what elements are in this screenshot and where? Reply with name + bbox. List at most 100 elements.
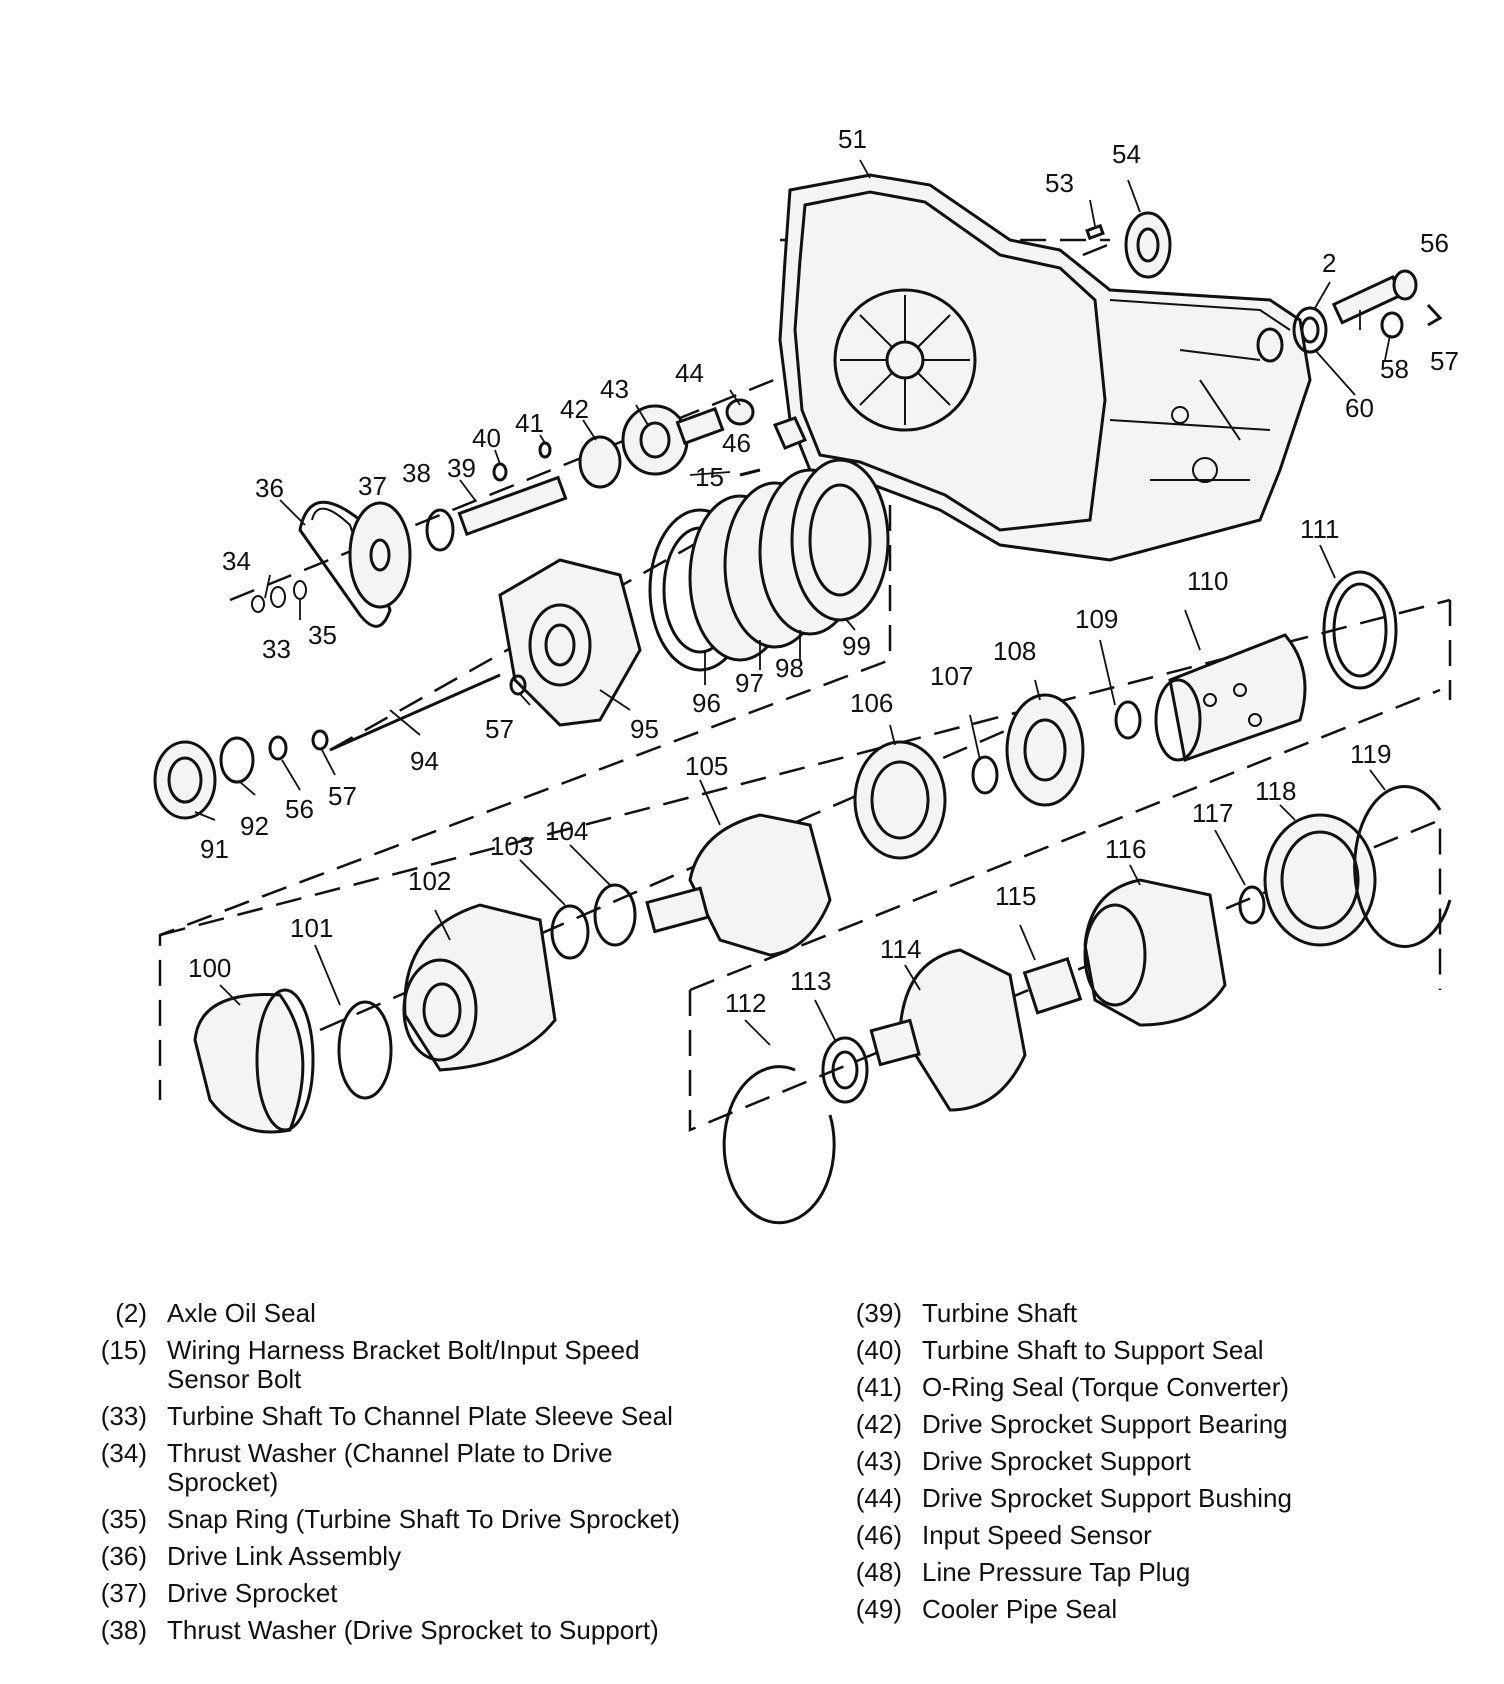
legend-number: (49) bbox=[855, 1594, 902, 1624]
callout-44: 44 bbox=[675, 358, 704, 388]
callout-58: 58 bbox=[1380, 354, 1409, 384]
callout-117: 117 bbox=[1192, 798, 1233, 828]
callout-92: 92 bbox=[240, 811, 269, 841]
callout-42: 42 bbox=[560, 394, 589, 424]
callout-38: 38 bbox=[402, 458, 431, 488]
legend-number: (44) bbox=[855, 1483, 902, 1513]
callout-43: 43 bbox=[600, 374, 629, 404]
legend-item: (39) Turbine Shaft bbox=[830, 1295, 1470, 1332]
callout-91: 91 bbox=[200, 834, 229, 864]
transmission-case bbox=[778, 173, 1312, 562]
legend-description: Snap Ring (Turbine Shaft To Drive Sprock… bbox=[167, 1504, 681, 1534]
legend-description: Drive Sprocket bbox=[167, 1578, 338, 1608]
callout-54: 54 bbox=[1112, 139, 1141, 169]
legend-item: (33)Turbine Shaft To Channel Plate Sleev… bbox=[75, 1398, 775, 1435]
legend-description: Drive Sprocket Support bbox=[922, 1446, 1191, 1476]
legend-item: (35) Snap Ring (Turbine Shaft To Drive Sp… bbox=[75, 1501, 775, 1538]
legend-number: (41) bbox=[855, 1372, 902, 1402]
legend-item: (2)Axle Oil Seal bbox=[75, 1295, 775, 1332]
legend-description: Drive Link Assembly bbox=[167, 1541, 402, 1571]
callout-33: 33 bbox=[262, 634, 291, 664]
callout-60: 60 bbox=[1345, 393, 1374, 423]
callout-56: 56 bbox=[1420, 228, 1449, 258]
legend-item: (36)Drive Link Assembly bbox=[75, 1538, 775, 1575]
legend-number: (42) bbox=[855, 1409, 902, 1439]
legend-item: (34) Thrust Washer (Channel Plate to Driv… bbox=[75, 1435, 775, 1501]
legend-right-column: (39) Turbine Shaft (40)Turbine Shaft to S… bbox=[830, 1295, 1470, 1628]
legend-number: (43) bbox=[855, 1446, 902, 1476]
callout-57b: 57 bbox=[485, 714, 514, 744]
legend-number: (35) bbox=[100, 1504, 147, 1534]
legend-description: Thrust Washer (Channel Plate to Drive Sp… bbox=[167, 1438, 613, 1497]
callout-107: 107 bbox=[930, 661, 973, 691]
legend-description: Wiring Harness Bracket Bolt/Input Speed … bbox=[167, 1335, 640, 1394]
legend-item: (37) Drive Sprocket bbox=[75, 1575, 775, 1612]
callout-101: 101 bbox=[290, 913, 333, 943]
legend-description: O-Ring Seal (Torque Converter) bbox=[922, 1372, 1290, 1402]
legend-item: (44) Drive Sprocket Support Bushing bbox=[830, 1480, 1470, 1517]
legend-description: Thrust Washer (Drive Sprocket to Support… bbox=[167, 1615, 659, 1645]
callout-103: 103 bbox=[490, 831, 533, 861]
callout-111: 111 bbox=[1300, 514, 1340, 544]
callout-95: 95 bbox=[630, 714, 659, 744]
callout-96: 96 bbox=[692, 688, 721, 718]
legend-number: (38) bbox=[100, 1615, 147, 1645]
callout-115: 115 bbox=[995, 881, 1036, 911]
legend-number: (48) bbox=[855, 1557, 902, 1587]
legend-description: Axle Oil Seal bbox=[167, 1298, 316, 1328]
callout-100: 100 bbox=[188, 953, 231, 983]
callout-97: 97 bbox=[735, 668, 764, 698]
callout-118: 118 bbox=[1255, 776, 1296, 806]
callout-41: 41 bbox=[515, 408, 544, 438]
callout-104: 104 bbox=[545, 816, 588, 846]
callout-108: 108 bbox=[993, 636, 1036, 666]
callout-110: 110 bbox=[1187, 566, 1228, 596]
legend-item: (46)Input Speed Sensor bbox=[830, 1517, 1470, 1554]
callout-99: 99 bbox=[842, 631, 871, 661]
middle-assemblies bbox=[193, 570, 1398, 1134]
legend-number: (34) bbox=[100, 1438, 147, 1468]
legend-item: (15) Wiring Harness Bracket Bolt/Input Sp… bbox=[75, 1332, 775, 1398]
callout-39: 39 bbox=[447, 453, 476, 483]
legend-item: (43) Drive Sprocket Support bbox=[830, 1443, 1470, 1480]
legend-number: (15) bbox=[100, 1335, 147, 1365]
callout-53: 53 bbox=[1045, 168, 1074, 198]
clutch-plates bbox=[153, 458, 890, 820]
callout-106: 106 bbox=[850, 688, 893, 718]
callout-116: 116 bbox=[1105, 834, 1146, 864]
legend-description: Turbine Shaft bbox=[922, 1298, 1078, 1328]
callout-51: 51 bbox=[838, 124, 867, 154]
legend-number: (39) bbox=[855, 1298, 902, 1328]
callout-57c: 57 bbox=[328, 781, 357, 811]
drive-sprocket-parts bbox=[251, 398, 808, 628]
legend-left-column: (2)Axle Oil Seal (15) Wiring Harness Brac… bbox=[75, 1295, 775, 1649]
callout-40: 40 bbox=[472, 423, 501, 453]
leader-lines bbox=[194, 159, 1391, 1046]
callout-94: 94 bbox=[410, 746, 439, 776]
legend-item: (40)Turbine Shaft to Support Seal bbox=[830, 1332, 1470, 1369]
callout-36: 36 bbox=[255, 473, 284, 503]
callout-2: 2 bbox=[1322, 248, 1336, 278]
legend-number: (46) bbox=[855, 1520, 902, 1550]
callout-15: 15 bbox=[695, 462, 724, 492]
callout-113: 113 bbox=[790, 966, 831, 996]
callout-56b: 56 bbox=[285, 794, 314, 824]
upper-right-parts bbox=[1085, 211, 1443, 363]
lower-assemblies bbox=[722, 785, 1452, 1225]
callout-102: 102 bbox=[408, 866, 451, 896]
callout-114: 114 bbox=[880, 934, 921, 964]
legend-item: (38) Thrust Washer (Drive Sprocket to Sup… bbox=[75, 1612, 775, 1649]
legend-item: (49)Cooler Pipe Seal bbox=[830, 1591, 1470, 1628]
callout-37: 37 bbox=[358, 471, 387, 501]
legend-description: Line Pressure Tap Plug bbox=[922, 1557, 1191, 1587]
callout-119: 119 bbox=[1350, 739, 1391, 769]
callout-57: 57 bbox=[1430, 346, 1459, 376]
legend-item: (48) Line Pressure Tap Plug bbox=[830, 1554, 1470, 1591]
legend-description: Drive Sprocket Support Bushing bbox=[922, 1483, 1292, 1513]
callout-112: 112 bbox=[725, 988, 766, 1018]
callout-46: 46 bbox=[722, 428, 751, 458]
legend-number: (37) bbox=[100, 1578, 147, 1608]
callout-109: 109 bbox=[1075, 604, 1118, 634]
legend-item: (42)Drive Sprocket Support Bearing bbox=[830, 1406, 1470, 1443]
callout-34: 34 bbox=[222, 546, 251, 576]
